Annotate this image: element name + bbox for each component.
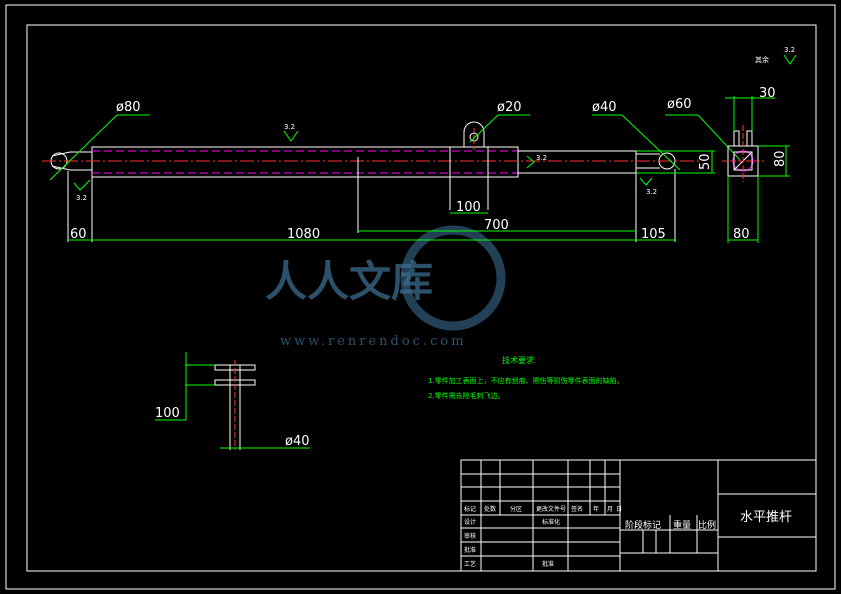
title-block <box>460 459 817 572</box>
title-block-text: 标记 处数 分区 更改文件号 签名 年 月 日 设计 标准化 审核 批准 工艺 … <box>464 505 792 568</box>
tb-check: 审核 <box>464 532 476 540</box>
tb-stage: 阶段标记 <box>625 519 661 531</box>
tb-count: 处数 <box>484 505 496 513</box>
tb-design: 设计 <box>464 518 476 526</box>
tb-std: 标准化 <box>542 518 560 526</box>
thin-rod <box>517 150 637 174</box>
main-dimensions <box>49 114 741 241</box>
inner-border <box>26 24 817 572</box>
tb-scale: 比例 <box>698 519 716 531</box>
tb-year: 年 <box>593 505 599 513</box>
dim-d20: ø20 <box>497 100 522 115</box>
dim-w30: 30 <box>759 86 776 101</box>
dim-w80: 80 <box>733 227 750 242</box>
dim-d60: ø60 <box>667 97 692 112</box>
tb-weight: 重量 <box>673 519 691 531</box>
dim-l100: 100 <box>456 200 481 215</box>
pin-dimensions <box>155 352 310 449</box>
notes-line2: 2.零件需去除毛刺飞边。 <box>428 391 505 400</box>
watermark-url: www.renrendoc.com <box>280 334 467 349</box>
tb-zone: 分区 <box>510 505 522 513</box>
notes-title: 技术要求 <box>502 355 534 365</box>
side-dimensions <box>725 96 790 243</box>
dim-l105: 105 <box>641 227 666 242</box>
tb-approve: 批准 <box>464 546 476 554</box>
dim-l700: 700 <box>484 218 509 233</box>
notes-line1: 1.零件加工表面上，不应有划痕、擦伤等损伤零件表面的缺陷。 <box>428 376 624 385</box>
dim-h50: 50 <box>698 153 713 170</box>
dim-d40-end: ø40 <box>592 100 617 115</box>
dim-d80: ø80 <box>116 100 141 115</box>
roughness-top: 3.2 <box>284 123 295 131</box>
watermark: 人人文库 www.renrendoc.com <box>265 225 506 349</box>
part-name: 水平推杆 <box>740 510 792 525</box>
main-dimension-text: ø80 ø20 ø40 ø60 60 1080 700 100 105 50 <box>70 97 713 242</box>
main-rod-view <box>42 121 700 242</box>
roughness-left: 3.2 <box>76 194 87 202</box>
tb-sign: 签名 <box>571 505 583 513</box>
dim-l1080: 1080 <box>287 227 320 242</box>
roughness-mid: 3.2 <box>536 154 547 162</box>
tb-day: 日 <box>616 506 622 513</box>
tb-mark: 标记 <box>464 505 476 513</box>
roughness-corner: 3.2 <box>784 46 795 54</box>
dim-h80: 80 <box>773 150 788 167</box>
dim-l60: 60 <box>70 227 87 242</box>
tb-approve2: 批准 <box>542 560 554 568</box>
watermark-text: 人人文库 <box>265 257 433 306</box>
outer-border <box>5 4 836 590</box>
dim-pin-dia: ø40 <box>285 434 310 449</box>
lug <box>463 121 485 147</box>
tb-month: 月 <box>607 506 613 513</box>
pin-view <box>214 360 256 450</box>
tb-docno: 更改文件号 <box>536 505 566 513</box>
roughness-symbols <box>73 54 797 191</box>
roughness-corner-label: 其余 <box>755 55 769 64</box>
side-view <box>722 125 764 182</box>
roughness-right: 3.2 <box>646 188 657 196</box>
tb-craft: 工艺 <box>464 560 476 568</box>
dim-pin-len: 100 <box>155 406 180 421</box>
